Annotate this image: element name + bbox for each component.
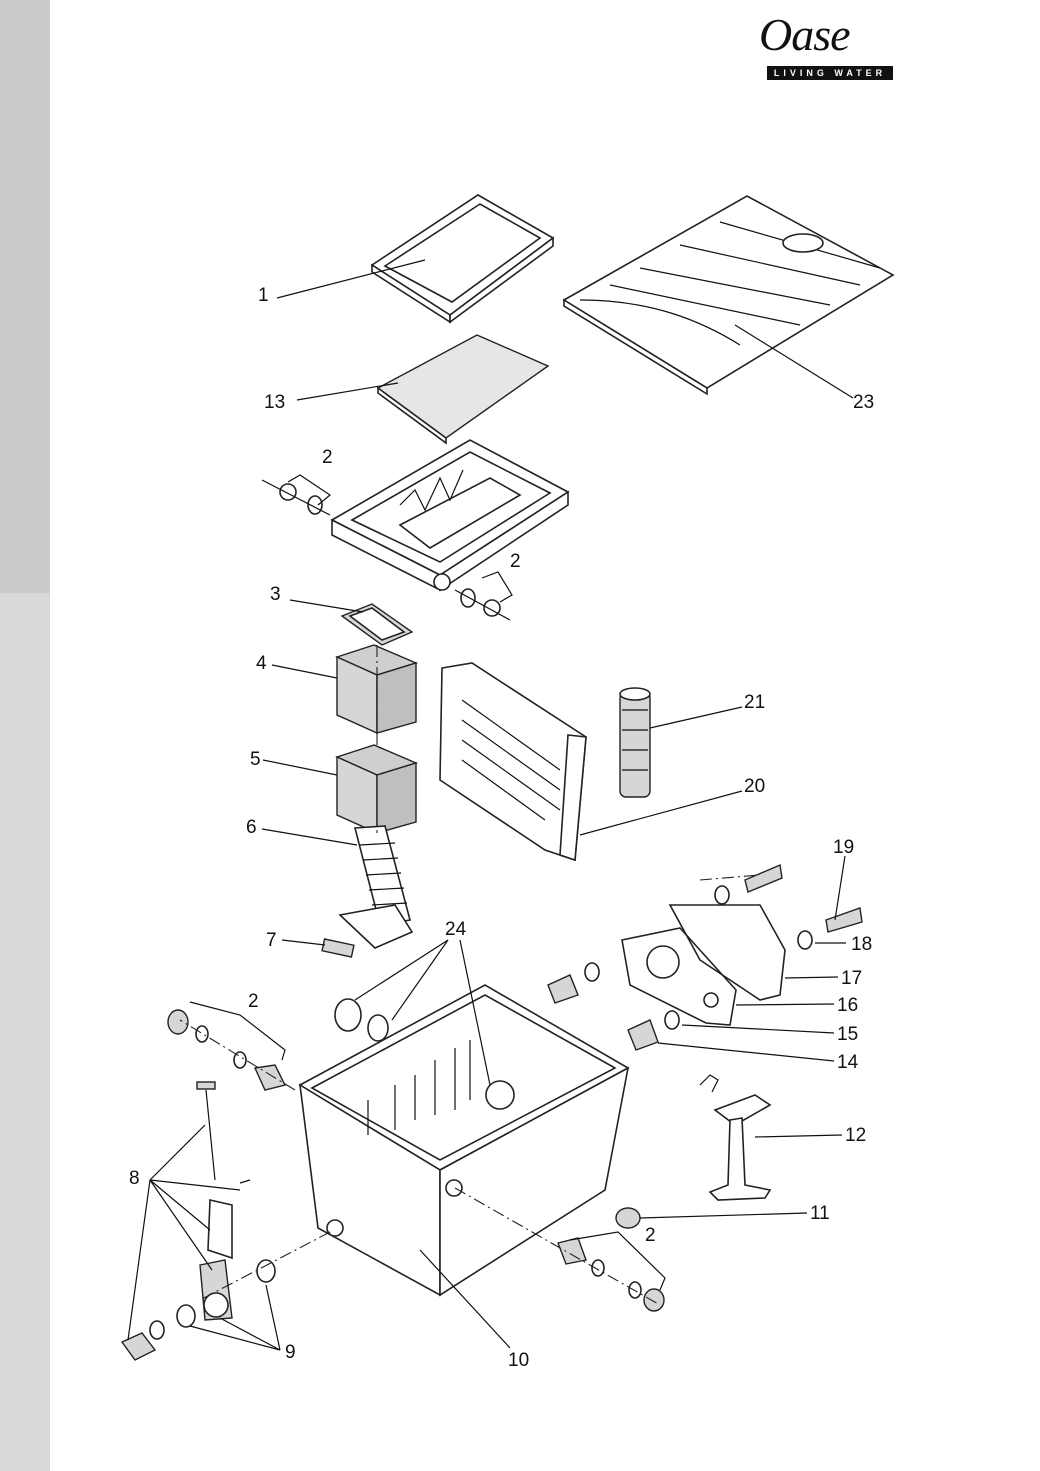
part-20-baffle — [439, 662, 587, 862]
label-13: 13 — [264, 392, 285, 413]
label-14: 14 — [837, 1052, 859, 1073]
label-21: 21 — [744, 692, 765, 713]
label-2-mid-left: 2 — [248, 991, 259, 1012]
assembly-lines — [179, 645, 761, 1306]
part-13-filter-mat — [376, 334, 550, 445]
part-1-lid — [370, 194, 555, 324]
part-23-cover — [562, 195, 895, 396]
label-24: 24 — [445, 919, 467, 940]
part-21-tube — [619, 687, 651, 798]
label-23: 23 — [853, 392, 874, 413]
part-2-connectors-right — [557, 1237, 665, 1312]
label-16: 16 — [837, 995, 858, 1016]
label-19: 19 — [833, 837, 854, 858]
part-17-gasket — [668, 904, 786, 1001]
part-labels: 1 13 23 2 2 3 4 5 6 7 21 20 19 24 18 17 … — [129, 285, 874, 1371]
part-11-valve — [615, 1207, 641, 1229]
brand-tagline: LIVING WATER — [767, 66, 893, 80]
label-1: 1 — [258, 285, 269, 306]
part-24-fittings — [334, 998, 389, 1042]
brand-logo: Oase LIVING WATER — [755, 8, 915, 82]
label-17: 17 — [841, 968, 862, 989]
label-12: 12 — [845, 1125, 866, 1146]
part-4-sponge — [335, 644, 419, 735]
part-14-valves — [547, 974, 659, 1051]
brand-name: Oase — [759, 9, 851, 60]
label-20: 20 — [744, 776, 765, 797]
label-7: 7 — [266, 930, 277, 951]
part-10-container — [298, 984, 630, 1297]
label-2-bottom-right: 2 — [645, 1225, 656, 1246]
part-19-hose-tails — [744, 864, 863, 933]
label-6: 6 — [246, 817, 257, 838]
part-3-cap — [340, 603, 414, 646]
label-15: 15 — [837, 1024, 858, 1045]
label-3: 3 — [270, 584, 281, 605]
part-18-orings — [584, 885, 813, 1030]
part-5-sponge — [335, 744, 419, 835]
part-7-clip — [321, 938, 355, 958]
label-10: 10 — [508, 1350, 529, 1371]
label-11: 11 — [810, 1203, 830, 1224]
label-2-top-left: 2 — [322, 447, 333, 468]
part-tray — [261, 439, 570, 621]
part-8-drain — [120, 1081, 276, 1361]
part-2-connectors-left — [167, 1009, 287, 1091]
part-6-grid-basket — [338, 825, 414, 949]
label-4: 4 — [256, 653, 267, 674]
label-9: 9 — [285, 1342, 296, 1363]
part-12-bracket — [699, 1074, 772, 1201]
label-18: 18 — [851, 934, 872, 955]
part-16-housing — [621, 927, 737, 1026]
leader-lines — [127, 259, 854, 1351]
label-8: 8 — [129, 1168, 140, 1189]
sidebar-band-top — [0, 0, 50, 593]
label-5: 5 — [250, 749, 261, 770]
label-2-top-right: 2 — [510, 551, 521, 572]
